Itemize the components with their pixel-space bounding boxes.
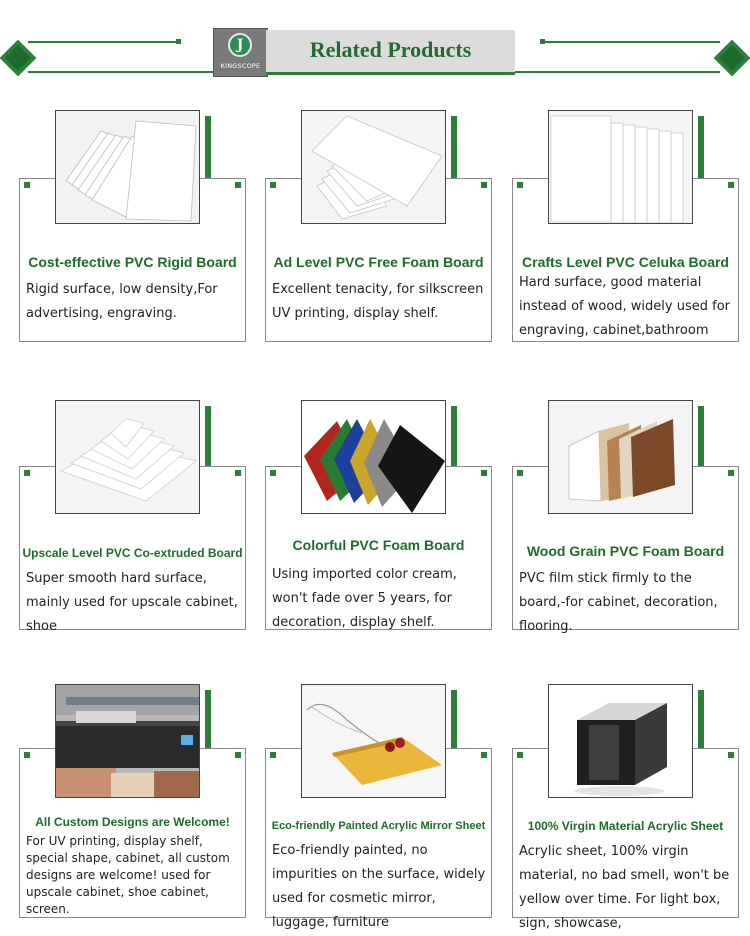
photo-shadow	[698, 116, 704, 230]
header-right-square	[540, 39, 545, 44]
corner-square-icon	[235, 752, 241, 758]
corner-square-icon	[728, 470, 734, 476]
photo-shadow	[451, 116, 457, 230]
product-image[interactable]	[548, 400, 693, 514]
product-title[interactable]: All Custom Designs are Welcome!	[35, 815, 230, 829]
product-title[interactable]: Eco-friendly Painted Acrylic Mirror Shee…	[271, 820, 486, 832]
product-description: Acrylic sheet, 100% virgin material, no …	[519, 844, 730, 931]
product-image[interactable]	[301, 684, 446, 798]
product-title[interactable]: 100% Virgin Material Acrylic Sheet	[527, 819, 724, 833]
product-title[interactable]: Ad Level PVC Free Foam Board	[273, 254, 484, 270]
product-image[interactable]	[55, 684, 200, 798]
corner-square-icon	[728, 182, 734, 188]
section-title: Related Products	[309, 37, 472, 62]
photo-shadow	[205, 116, 211, 230]
header-left-line-top	[28, 41, 178, 43]
corner-square-icon	[728, 752, 734, 758]
logo-emblem-icon: J	[228, 33, 252, 57]
corner-square-icon	[270, 470, 276, 476]
product-image[interactable]	[301, 110, 446, 224]
product-image[interactable]	[548, 684, 693, 798]
product-title[interactable]: Colorful PVC Foam Board	[292, 537, 465, 553]
corner-square-icon	[517, 752, 523, 758]
product-image[interactable]	[548, 110, 693, 224]
product-description: Excellent tenacity, for silkscreen UV pr…	[272, 282, 484, 321]
corner-square-icon	[24, 470, 30, 476]
logo-text: KINGSCOPE	[220, 62, 261, 70]
header-left-line-bottom	[28, 71, 214, 73]
product-card[interactable]: 100% Virgin Material Acrylic Sheet Acryl…	[512, 748, 739, 931]
corner-square-icon	[24, 752, 30, 758]
product-description: Eco-friendly painted, no impurities on t…	[272, 843, 486, 930]
photo-shadow	[205, 690, 211, 804]
product-description: Rigid surface, low density,For advertisi…	[26, 282, 218, 321]
section-title-box: Related Products	[266, 30, 515, 72]
corner-square-icon	[270, 182, 276, 188]
brand-logo: J KINGSCOPE	[213, 28, 268, 77]
product-image[interactable]	[301, 400, 446, 514]
product-title[interactable]: Upscale Level PVC Co-extruded Board	[22, 546, 243, 560]
product-title[interactable]: Cost-effective PVC Rigid Board	[28, 254, 237, 270]
corner-square-icon	[481, 470, 487, 476]
header-right-line-bottom	[515, 71, 720, 73]
corner-square-icon	[481, 182, 487, 188]
product-description: Hard surface, good material instead of w…	[519, 275, 730, 338]
photo-shadow	[205, 406, 211, 520]
header-left-square	[176, 39, 181, 44]
product-description: For UV printing, display shelf, special …	[26, 834, 230, 916]
product-description: Super smooth hard surface, mainly used f…	[26, 571, 238, 634]
photo-shadow	[451, 406, 457, 520]
product-title[interactable]: Wood Grain PVC Foam Board	[526, 543, 725, 559]
corner-square-icon	[235, 182, 241, 188]
photo-shadow	[698, 690, 704, 804]
product-image[interactable]	[55, 110, 200, 224]
product-image[interactable]	[55, 400, 200, 514]
product-description: PVC film stick firmly to the board,-for …	[519, 571, 718, 634]
product-title[interactable]: Crafts Level PVC Celuka Board	[522, 254, 729, 270]
corner-square-icon	[481, 752, 487, 758]
corner-square-icon	[235, 470, 241, 476]
corner-square-icon	[517, 470, 523, 476]
logo-letter: J	[236, 37, 244, 53]
photo-shadow	[698, 406, 704, 520]
corner-square-icon	[517, 182, 523, 188]
corner-square-icon	[24, 182, 30, 188]
product-description: Using imported color cream, won't fade o…	[272, 567, 457, 630]
header-right-line-top	[540, 41, 720, 43]
corner-square-icon	[270, 752, 276, 758]
photo-shadow	[451, 690, 457, 804]
section-title-underline	[266, 72, 515, 75]
